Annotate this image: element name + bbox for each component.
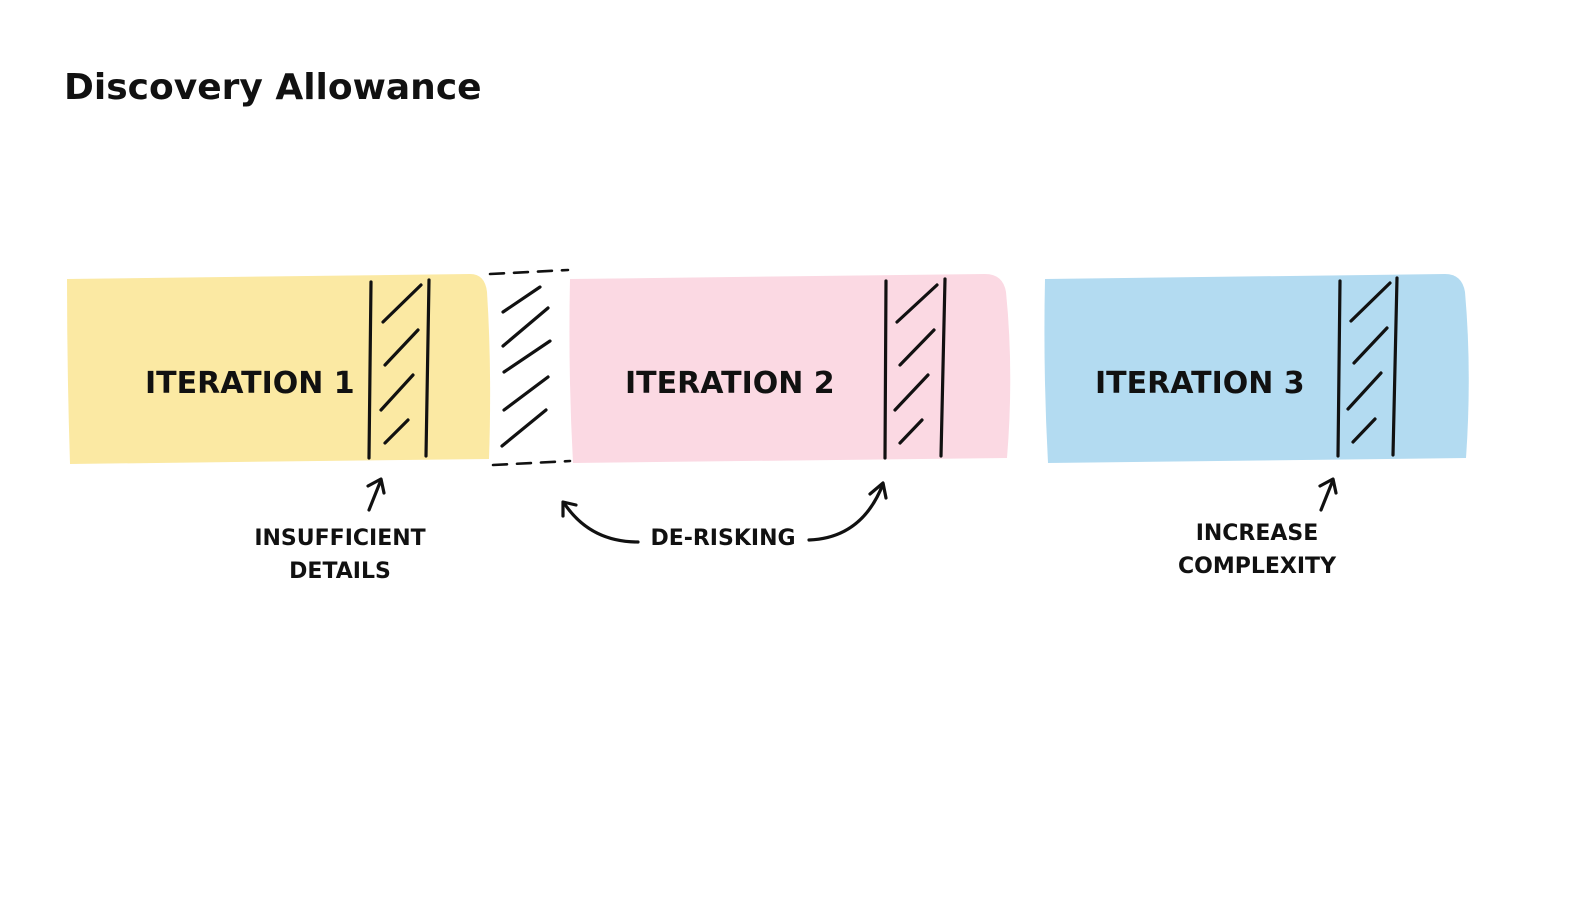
iteration-1-allowance-hatch (367, 278, 431, 460)
iteration-2-block: ITERATION 2 (569, 274, 1011, 463)
curved-arrow-right-icon (807, 481, 888, 542)
de-risking-annotation: DE-RISKING (561, 481, 888, 551)
iteration-3-allowance-hatch (1336, 276, 1399, 458)
up-arrow-icon (1318, 477, 1338, 512)
insufficient-details-line-1: INSUFFICIENT (254, 526, 425, 551)
insufficient-details-annotation: INSUFFICIENT DETAILS (254, 477, 426, 584)
iteration-3-background (1044, 274, 1469, 463)
discovery-buffer (488, 268, 572, 467)
increase-complexity-line-1: INCREASE (1196, 521, 1319, 546)
iteration-2-allowance-hatch (883, 277, 947, 460)
iteration-3-block: ITERATION 3 (1044, 274, 1469, 463)
increase-complexity-line-2: COMPLEXITY (1178, 554, 1337, 579)
iteration-1-block: ITERATION 1 (67, 274, 491, 464)
curved-arrow-left-icon (561, 500, 640, 544)
page-title: Discovery Allowance (64, 67, 482, 108)
up-arrow-icon (366, 477, 386, 512)
insufficient-details-line-2: DETAILS (289, 559, 391, 584)
iteration-1-label: ITERATION 1 (145, 366, 355, 401)
iteration-3-label: ITERATION 3 (1095, 366, 1305, 401)
increase-complexity-annotation: INCREASE COMPLEXITY (1178, 477, 1338, 579)
iteration-2-label: ITERATION 2 (625, 366, 835, 401)
de-risking-label: DE-RISKING (650, 526, 795, 551)
